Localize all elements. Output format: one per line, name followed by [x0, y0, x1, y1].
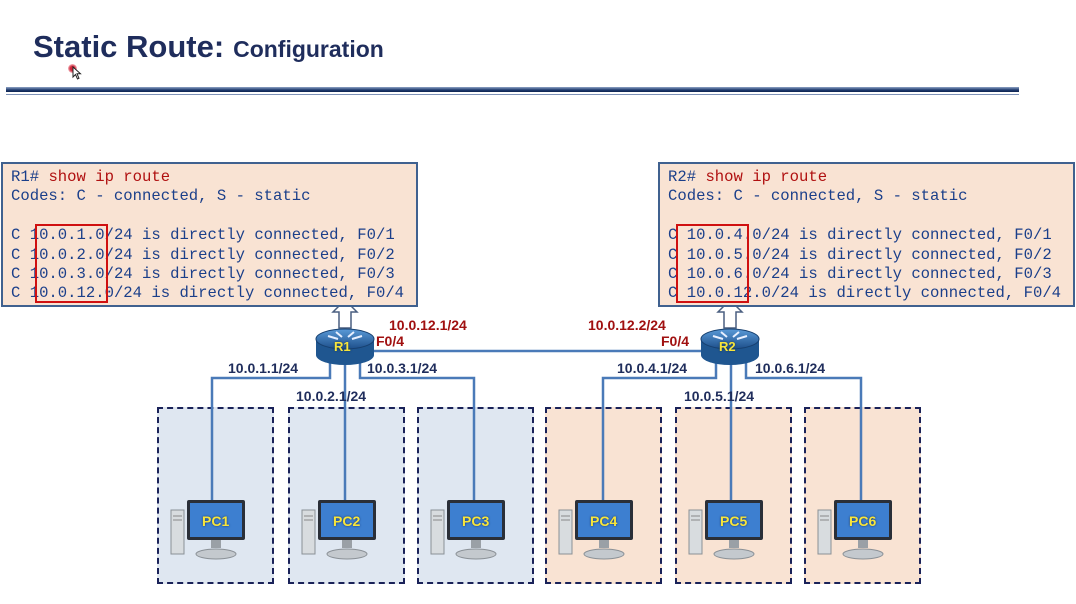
pc3[interactable]: PC3 — [429, 498, 509, 564]
r2-route-table: R2# show ip route Codes: C - connected, … — [658, 162, 1075, 307]
pc4[interactable]: PC4 — [557, 498, 637, 564]
r1-link-ip: 10.0.12.1/24 — [389, 317, 467, 333]
r2-route-row: C 10.0.6.0/24 is directly connected, F0/… — [668, 264, 1052, 283]
r2-codes-line: Codes: C - connected, S - static — [668, 187, 968, 206]
r2-link-ip: 10.0.12.2/24 — [588, 317, 666, 333]
pc4-label: PC4 — [590, 513, 618, 529]
r2-route-row: C 10.0.4.0/24 is directly connected, F0/… — [668, 226, 1052, 245]
subnet-label-pc1: 10.0.1.1/24 — [228, 360, 299, 376]
subnet-label-pc2: 10.0.2.1/24 — [296, 388, 367, 404]
computer-icon — [688, 500, 763, 560]
r1-codes-line: Codes: C - connected, S - static — [11, 187, 311, 206]
r2-route-row: C 10.0.12.0/24 is directly connected, F0… — [668, 284, 1062, 303]
r1-route-table: R1# show ip route Codes: C - connected, … — [1, 162, 418, 307]
slide-title-main: Static Route: — [33, 29, 225, 64]
computer-icon — [301, 500, 376, 560]
subnet-label-pc6: 10.0.6.1/24 — [755, 360, 826, 376]
r2-route-row: C 10.0.5.0/24 is directly connected, F0/… — [668, 245, 1052, 264]
slide-title: Static Route: Configuration — [33, 28, 384, 65]
pc5-label: PC5 — [720, 513, 748, 529]
pc1-label: PC1 — [202, 513, 230, 529]
router-r1-label: R1 — [334, 339, 351, 354]
pc1[interactable]: PC1 — [169, 498, 249, 564]
pc2-label: PC2 — [333, 513, 361, 529]
r1-link-iface: F0/4 — [376, 333, 405, 349]
r2-command-line: R2# show ip route — [668, 168, 828, 186]
pc6[interactable]: PC6 — [816, 498, 896, 564]
pc3-label: PC3 — [462, 513, 490, 529]
pc5[interactable]: PC5 — [687, 498, 767, 564]
computer-icon — [817, 500, 892, 560]
r1-route-row: C 10.0.1.0/24 is directly connected, F0/… — [11, 226, 395, 245]
subnet-label-pc5: 10.0.5.1/24 — [684, 388, 755, 404]
pc2[interactable]: PC2 — [300, 498, 380, 564]
subnet-label-pc4: 10.0.4.1/24 — [617, 360, 688, 376]
subnet-label-pc3: 10.0.3.1/24 — [367, 360, 438, 376]
router-r2[interactable]: R2 — [699, 327, 761, 367]
title-underline-thin — [6, 94, 1019, 95]
router-r2-label: R2 — [719, 339, 736, 354]
router-icon — [315, 328, 375, 365]
r2-link-iface: F0/4 — [661, 333, 690, 349]
router-r1[interactable]: R1 — [314, 327, 376, 367]
r1-network-highlight — [35, 224, 108, 303]
computer-icon — [558, 500, 633, 560]
r1-route-row: C 10.0.3.0/24 is directly connected, F0/… — [11, 264, 395, 283]
title-underline — [6, 87, 1019, 92]
mouse-cursor-icon — [72, 66, 82, 80]
r1-route-row: C 10.0.2.0/24 is directly connected, F0/… — [11, 245, 395, 264]
slide-title-sub: Configuration — [233, 36, 384, 62]
r1-command-line: R1# show ip route — [11, 168, 171, 186]
r2-network-highlight — [676, 224, 749, 303]
computer-icon — [170, 500, 245, 560]
router-icon — [700, 328, 760, 365]
computer-icon — [430, 500, 505, 560]
pc6-label: PC6 — [849, 513, 877, 529]
